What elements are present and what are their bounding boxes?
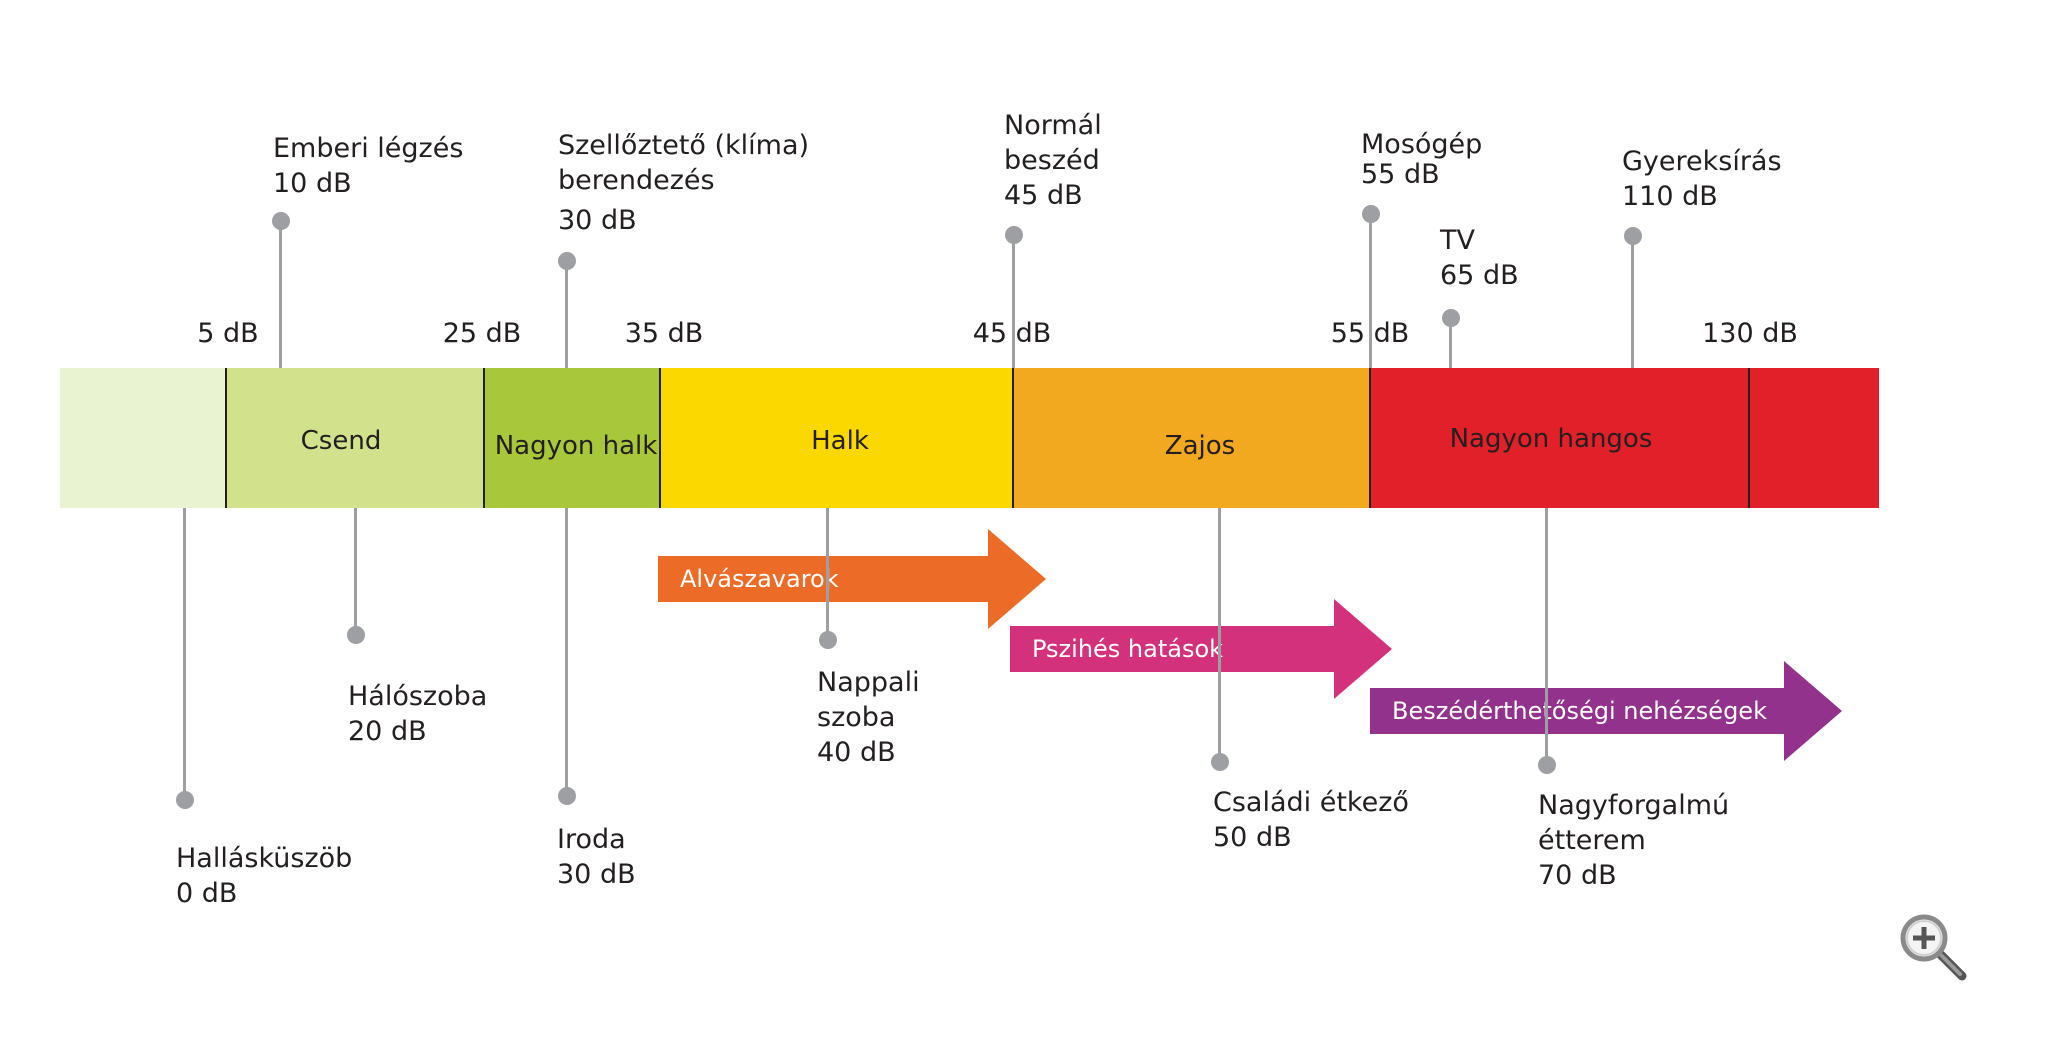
annotation-gyereksiras-name: Gyereksírás bbox=[1622, 146, 1782, 177]
pin-stem-gyereksiras bbox=[1631, 234, 1634, 368]
annotation-legzes-name: Emberi légzés bbox=[273, 133, 464, 164]
divider-5db bbox=[225, 368, 227, 508]
tick-label-130db: 130 dB bbox=[1702, 318, 1798, 349]
annotation-nappali-name-1: Nappali bbox=[817, 667, 920, 698]
annotation-etkezo-name: Családi étkező bbox=[1213, 787, 1409, 818]
annotation-mosogep-value: 55 dB bbox=[1361, 159, 1440, 190]
segment-csend bbox=[226, 368, 484, 508]
segment-label-nagyon-halk: Nagyon halk bbox=[494, 431, 658, 461]
tick-label-5db: 5 dB bbox=[197, 318, 259, 349]
effect-label-beszed: Beszédérthetőségi nehézségek bbox=[1392, 697, 1767, 725]
segment-nagyon-halk bbox=[484, 368, 660, 508]
tick-label-25db: 25 dB bbox=[442, 318, 522, 349]
segment-hearing bbox=[60, 368, 226, 508]
annotation-beszed-name-1: Normál bbox=[1004, 110, 1102, 141]
segment-halk bbox=[660, 368, 1013, 508]
pin-dot-beszed bbox=[1005, 226, 1023, 244]
annotation-klima-value: 30 dB bbox=[558, 205, 637, 236]
segment-nagyon-hangos bbox=[1370, 368, 1879, 508]
pin-dot-tv bbox=[1442, 309, 1460, 327]
pin-stem-legzes bbox=[279, 219, 282, 368]
annotation-iroda-name: Iroda bbox=[557, 824, 626, 855]
pin-dot-etterem bbox=[1538, 756, 1556, 774]
effect-label-pszihes: Pszihés hatások bbox=[1032, 635, 1224, 663]
pin-stem-nappali bbox=[826, 508, 829, 640]
annotation-tv-value: 65 dB bbox=[1440, 260, 1519, 291]
annotation-legzes-value: 10 dB bbox=[273, 168, 352, 199]
annotation-tv-name: TV bbox=[1440, 225, 1475, 256]
pin-stem-haloszoba bbox=[354, 508, 357, 635]
annotation-tv: TV 65 dB bbox=[1440, 223, 1519, 293]
annotation-mosogep: Mosógép 55 dB bbox=[1361, 130, 1482, 190]
annotation-iroda: Iroda 30 dB bbox=[557, 822, 636, 892]
annotation-klima: Szellőztető (klíma) berendezés 30 dB bbox=[558, 128, 809, 238]
annotation-mosogep-name: Mosógép bbox=[1361, 129, 1483, 160]
annotation-etkezo: Családi étkező 50 dB bbox=[1213, 785, 1409, 855]
pin-dot-haloszoba bbox=[347, 626, 365, 644]
annotation-etterem: Nagyforgalmú étterem 70 dB bbox=[1538, 788, 1729, 893]
pin-dot-iroda bbox=[558, 787, 576, 805]
divider-130db bbox=[1748, 368, 1750, 508]
annotation-legzes: Emberi légzés 10 dB bbox=[273, 131, 463, 201]
pin-stem-mosogep bbox=[1369, 212, 1372, 368]
tick-label-35db: 35 dB bbox=[624, 318, 704, 349]
annotation-hallaskuszob-name: Hallásküszöb bbox=[176, 843, 353, 874]
effect-arrow-pszihes: Pszihés hatások bbox=[1010, 599, 1392, 699]
annotation-haloszoba: Hálószoba 20 dB bbox=[348, 679, 487, 749]
zoom-in-icon[interactable] bbox=[1898, 912, 1968, 982]
effect-label-alvaszavarok: Alvászavarok bbox=[680, 565, 839, 593]
annotation-haloszoba-name: Hálószoba bbox=[348, 681, 488, 712]
pin-stem-tv bbox=[1449, 317, 1452, 368]
effect-arrow-beszed: Beszédérthetőségi nehézségek bbox=[1370, 661, 1842, 761]
annotation-beszed-name-2: beszéd bbox=[1004, 145, 1100, 176]
annotation-gyereksiras: Gyereksírás 110 dB bbox=[1622, 144, 1782, 214]
effect-arrow-alvaszavarok: Alvászavarok bbox=[658, 529, 1046, 629]
pin-dot-gyereksiras bbox=[1624, 227, 1642, 245]
pin-stem-beszed bbox=[1012, 233, 1015, 368]
segment-label-zajos: Zajos bbox=[1164, 431, 1236, 461]
pin-stem-klima bbox=[565, 259, 568, 368]
pin-dot-hallaskuszob bbox=[176, 791, 194, 809]
annotation-gyereksiras-value: 110 dB bbox=[1622, 181, 1718, 212]
pin-stem-hallaskuszob bbox=[183, 508, 186, 800]
annotation-klima-name-1: Szellőztető (klíma) bbox=[558, 130, 810, 161]
annotation-nappali: Nappali szoba 40 dB bbox=[817, 665, 920, 770]
pin-dot-mosogep bbox=[1362, 205, 1380, 223]
segment-zajos bbox=[1013, 368, 1370, 508]
annotation-beszed-value: 45 dB bbox=[1004, 180, 1083, 211]
segment-label-halk: Halk bbox=[811, 426, 869, 456]
pin-dot-klima bbox=[558, 252, 576, 270]
annotation-iroda-value: 30 dB bbox=[557, 859, 636, 890]
annotation-hallaskuszob-value: 0 dB bbox=[176, 878, 238, 909]
divider-45db bbox=[1012, 368, 1014, 508]
divider-55db bbox=[1369, 368, 1371, 508]
pin-stem-iroda bbox=[565, 508, 568, 796]
annotation-etterem-name-2: étterem bbox=[1538, 825, 1646, 856]
divider-25db bbox=[483, 368, 485, 508]
annotation-hallaskuszob: Hallásküszöb 0 dB bbox=[176, 841, 352, 911]
pin-dot-etkezo bbox=[1211, 753, 1229, 771]
divider-35db bbox=[659, 368, 661, 508]
annotation-etterem-name-1: Nagyforgalmú bbox=[1538, 790, 1730, 821]
pin-dot-legzes bbox=[272, 212, 290, 230]
segment-label-csend: Csend bbox=[300, 426, 382, 456]
pin-stem-etkezo bbox=[1218, 508, 1221, 762]
annotation-etkezo-value: 50 dB bbox=[1213, 822, 1292, 853]
annotation-klima-name-2: berendezés bbox=[558, 165, 715, 196]
pin-dot-nappali bbox=[819, 631, 837, 649]
annotation-etterem-value: 70 dB bbox=[1538, 860, 1617, 891]
pin-stem-etterem bbox=[1545, 508, 1548, 765]
annotation-nappali-value: 40 dB bbox=[817, 737, 896, 768]
annotation-haloszoba-value: 20 dB bbox=[348, 716, 427, 747]
annotation-nappali-name-2: szoba bbox=[817, 702, 896, 733]
segment-label-nagyon-hangos: Nagyon hangos bbox=[1449, 424, 1653, 454]
annotation-beszed: Normál beszéd 45 dB bbox=[1004, 108, 1102, 213]
